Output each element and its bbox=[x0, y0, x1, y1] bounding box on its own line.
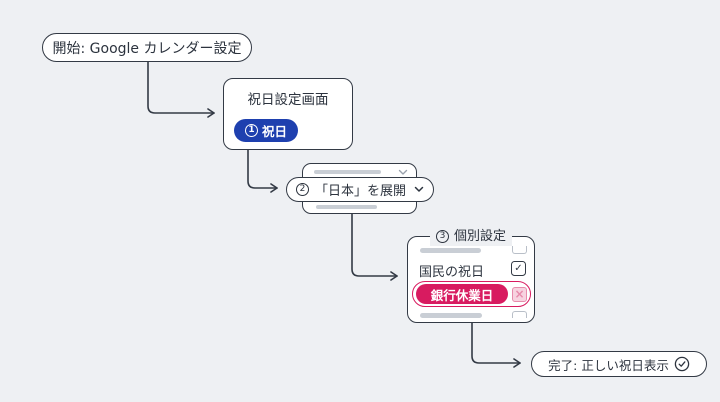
connector-settings-to-end bbox=[471, 322, 521, 368]
chevron-down-icon bbox=[414, 186, 424, 192]
step-3-badge: 3 bbox=[435, 230, 449, 243]
expand-japan-label: 「日本」を展開 bbox=[315, 184, 407, 199]
skeleton-line bbox=[420, 313, 482, 318]
skeleton-line bbox=[314, 170, 381, 174]
individual-settings-title: 個別設定 bbox=[453, 229, 507, 244]
start-node: 開始: Google カレンダー設定 bbox=[42, 33, 252, 62]
check-circle-icon bbox=[674, 356, 690, 372]
checkbox-crossed-icon: × bbox=[512, 286, 527, 302]
connector-screen-to-expand bbox=[247, 149, 278, 193]
connector-start-to-screen bbox=[147, 61, 215, 118]
checkbox-checked-icon: ✓ bbox=[511, 261, 526, 276]
holiday-tab-button-label: 祝日 bbox=[261, 124, 287, 139]
bank-holidays-row: 銀行休業日 × bbox=[412, 281, 531, 307]
holiday-tab-button: 1 祝日 bbox=[234, 119, 298, 142]
start-label: 開始: Google カレンダー設定 bbox=[52, 40, 242, 57]
connector-expand-to-settings bbox=[351, 213, 398, 281]
step-1-badge: 1 bbox=[244, 124, 258, 137]
individual-settings-legend: 3 個別設定 bbox=[429, 227, 513, 246]
skeleton-line bbox=[316, 205, 377, 209]
skeleton-line bbox=[420, 248, 481, 253]
individual-settings-node: 3 個別設定 国民の祝日 ✓ 銀行休業日 × bbox=[407, 227, 535, 323]
chevron-down-icon bbox=[398, 169, 408, 175]
step-2-badge: 2 bbox=[296, 183, 309, 196]
end-label: 完了: 正しい祝日表示 bbox=[548, 357, 669, 373]
partial-checkbox-icon bbox=[512, 311, 527, 318]
bank-holidays-label: 銀行休業日 bbox=[416, 284, 508, 304]
partial-checkbox-icon bbox=[512, 246, 527, 254]
national-holidays-label: 国民の祝日 bbox=[419, 265, 485, 280]
holiday-screen-title: 祝日設定画面 bbox=[247, 92, 329, 108]
expand-japan-node: 2 「日本」を展開 bbox=[286, 177, 434, 202]
end-node: 完了: 正しい祝日表示 bbox=[531, 351, 707, 377]
holiday-screen-node: 祝日設定画面 1 祝日 bbox=[223, 78, 353, 150]
